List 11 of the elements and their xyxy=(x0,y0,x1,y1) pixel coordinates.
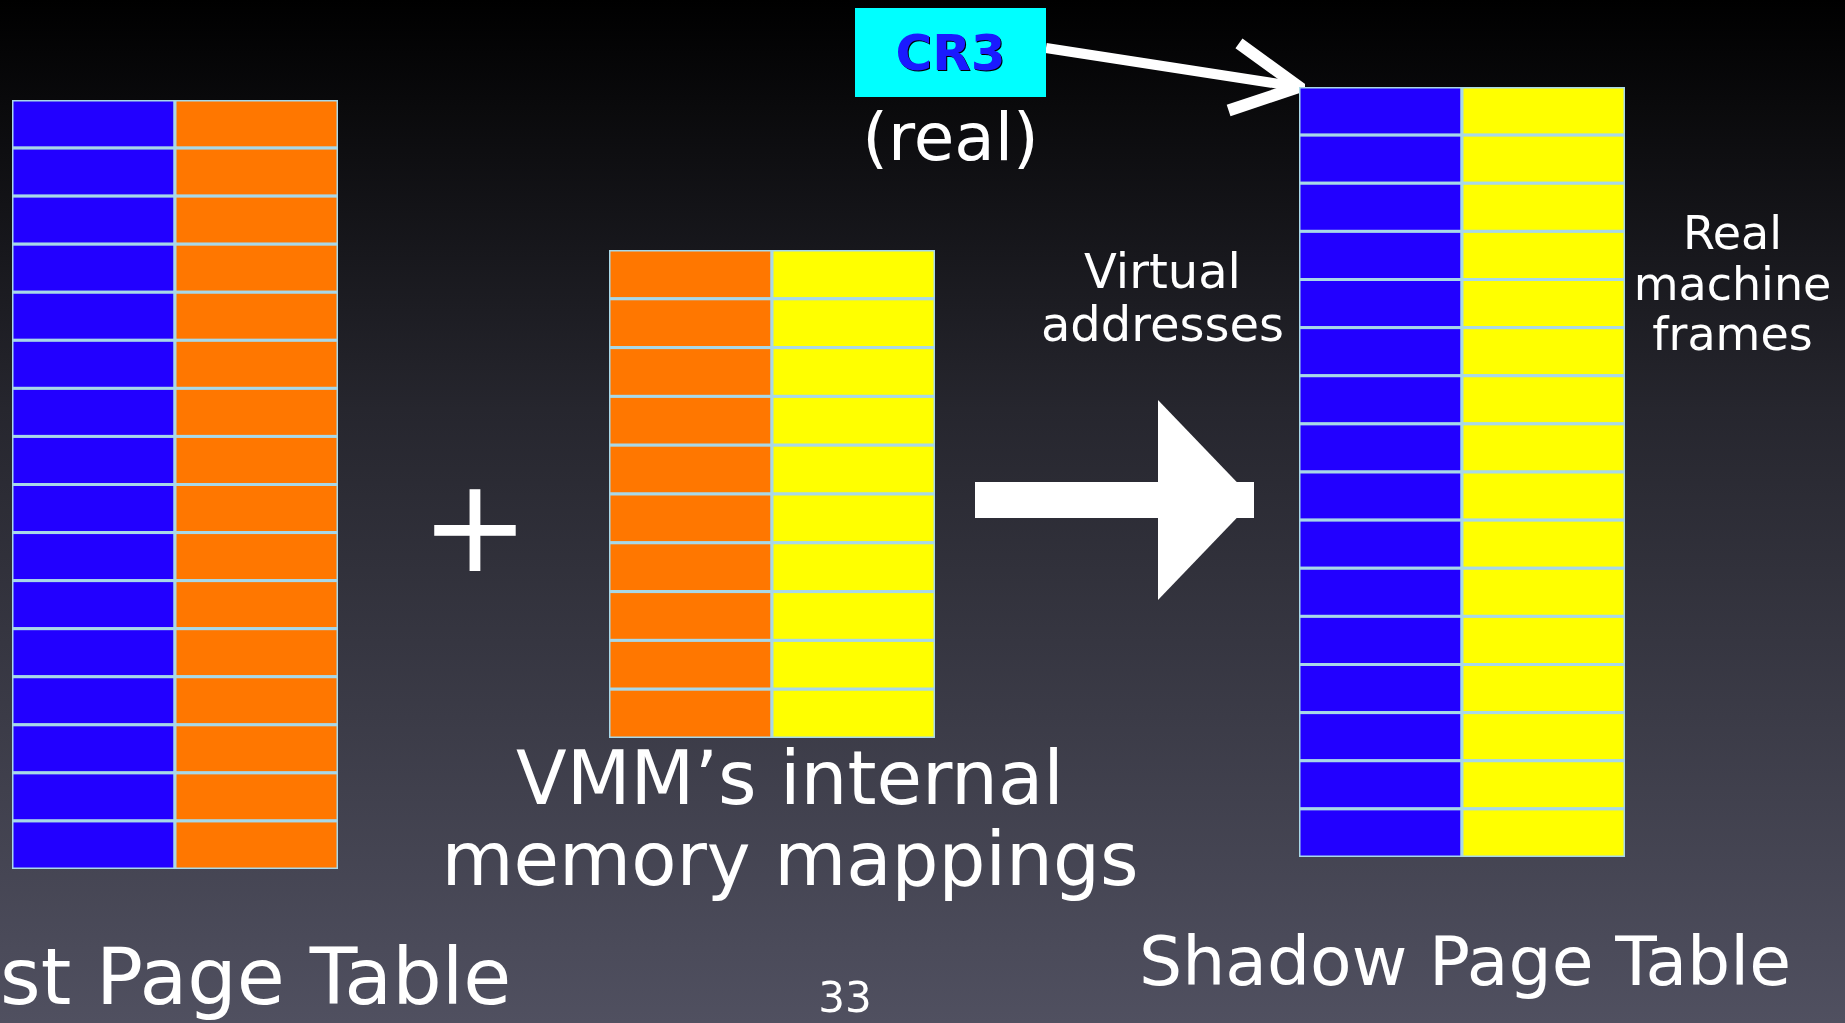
table-title: VMM’s internal memory mappings xyxy=(440,738,1140,901)
axis-caption: Virtual addresses xyxy=(1039,245,1286,351)
table-title: st Page Table xyxy=(0,935,513,1021)
plus-sign: + xyxy=(419,455,531,598)
axis-caption: Real machine frames xyxy=(1632,208,1833,360)
register-note: (real) xyxy=(861,102,1040,175)
arrow xyxy=(1045,37,1305,117)
page-number: 33 xyxy=(817,975,873,1022)
table-title: Shadow Page Table xyxy=(1138,925,1792,1000)
block-arrow xyxy=(975,400,1254,600)
register-box: CR3 xyxy=(855,8,1046,97)
